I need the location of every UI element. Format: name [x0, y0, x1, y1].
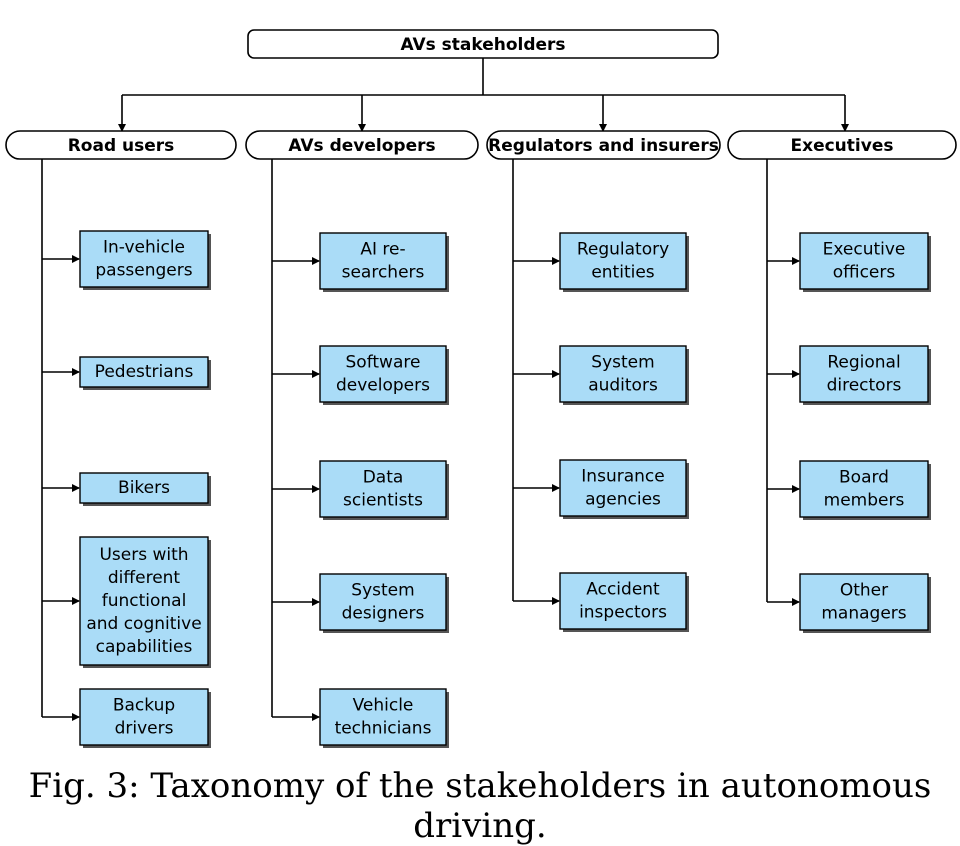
category-header-box	[727, 130, 957, 160]
category-header-box	[486, 130, 721, 160]
node-label-line: agencies	[585, 490, 661, 510]
root-node: AVs stakeholders	[247, 29, 719, 59]
node-label-line: officers	[833, 263, 896, 283]
node-label-line: Other	[840, 581, 888, 601]
figure-caption: Fig. 3: Taxonomy of the stakeholders in …	[28, 766, 932, 846]
leaf-box	[559, 232, 687, 290]
leaf-node: System designers	[319, 573, 449, 633]
node-label-line: and cognitive	[86, 614, 201, 634]
leaf-node: Backup drivers	[79, 688, 211, 748]
category-node-1: AVs developers	[245, 130, 479, 160]
category-header-label: Executives	[791, 136, 894, 156]
leaf-box	[559, 572, 687, 630]
node-label-line: AI re-	[360, 240, 405, 260]
leaf-box	[559, 459, 687, 517]
node-label-line: entities	[591, 263, 654, 283]
category-node-0: Road users	[5, 130, 237, 160]
leaf-box	[799, 573, 929, 631]
node-label-line: Regional	[827, 353, 900, 373]
node-label-line: developers	[336, 376, 430, 396]
leaf-box	[79, 472, 209, 504]
node-label-line: Data	[363, 468, 404, 488]
leaf-node: Insurance agencies	[559, 459, 689, 519]
node-label-line: inspectors	[579, 603, 667, 623]
connector-lines	[41, 58, 849, 721]
leaf-box	[319, 460, 447, 518]
node-label-line: drivers	[115, 719, 174, 739]
node-label-line: functional	[102, 591, 187, 611]
leaf-box	[79, 536, 209, 666]
leaf-node: Regional directors	[799, 345, 931, 405]
leaf-node: Other managers	[799, 573, 931, 633]
root-label: AVs stakeholders	[400, 35, 565, 55]
leaf-box	[79, 356, 209, 388]
leaf-node: In-vehicle passengers	[79, 230, 211, 290]
leaf-node: Data scientists	[319, 460, 449, 520]
leaf-box	[319, 232, 447, 290]
leaf-node: Users with different functional and cogniti…	[79, 536, 211, 668]
category-header-label: Road users	[68, 136, 175, 156]
root-box	[247, 29, 719, 59]
node-label-line: Users with	[99, 545, 188, 565]
leaf-node: Software developers	[319, 345, 449, 405]
leaf-node: Board members	[799, 460, 931, 520]
category-node-3: Executives	[727, 130, 957, 160]
node-label-line: capabilities	[96, 637, 193, 657]
leaf-node: AI re-searchers	[319, 232, 449, 292]
leaf-box	[799, 345, 929, 403]
node-label-line: scientists	[343, 491, 423, 511]
leaf-box	[79, 230, 209, 288]
node-label-line: Board	[839, 468, 889, 488]
node-label-line: Accident	[586, 580, 660, 600]
leaf-box	[319, 345, 447, 403]
node-label-line: Backup	[113, 696, 175, 716]
category-node-2: Regulators and insurers	[486, 130, 721, 160]
node-label-line: searchers	[342, 263, 425, 283]
node-label-line: members	[824, 491, 905, 511]
leaf-node: Vehicle technicians	[319, 688, 449, 748]
category-header-label: AVs developers	[288, 136, 435, 156]
leaf-box	[559, 345, 687, 403]
node-label-line: auditors	[588, 376, 658, 396]
leaf-box	[799, 460, 929, 518]
node-label-line: Insurance	[581, 467, 664, 487]
leaf-box	[799, 232, 929, 290]
leaf-node: Bikers	[79, 472, 211, 506]
node-label-line: Pedestrians	[95, 362, 194, 382]
node-label-line: designers	[342, 604, 425, 624]
node-label-line: System	[591, 353, 654, 373]
category-header-label: Regulators and insurers	[488, 136, 719, 156]
node-label-line: System	[351, 581, 414, 601]
node-label-line: Bikers	[118, 478, 170, 498]
node-label-line: passengers	[95, 261, 192, 281]
leaf-box	[79, 688, 209, 746]
node-label-line: managers	[821, 604, 906, 624]
leaf-node: Pedestrians	[79, 356, 211, 390]
category-header-box	[5, 130, 237, 160]
leaf-box	[319, 573, 447, 631]
category-header-box	[245, 130, 479, 160]
node-label-line: technicians	[335, 719, 432, 739]
node-label-line: Regulatory	[577, 240, 669, 260]
node-label-line: In-vehicle	[103, 238, 185, 258]
leaf-node: System auditors	[559, 345, 689, 405]
node-label-line: Software	[346, 353, 421, 373]
leaf-box	[319, 688, 447, 746]
node-label-line: Vehicle	[353, 696, 414, 716]
leaf-node: Regulatory entities	[559, 232, 689, 292]
leaf-node: Executive officers	[799, 232, 931, 292]
node-label-line: directors	[827, 376, 902, 396]
leaf-node: Accident inspectors	[559, 572, 689, 632]
node-label-line: Executive	[823, 240, 906, 260]
node-label-line: different	[108, 568, 181, 588]
